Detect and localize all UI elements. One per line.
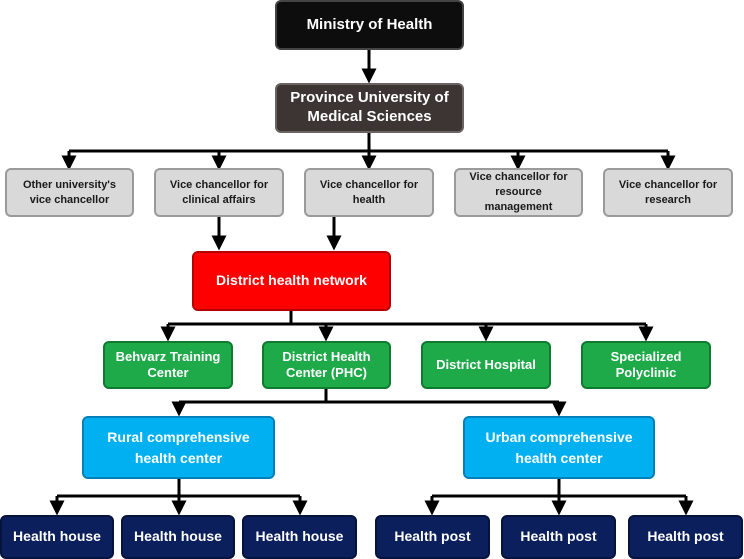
health-post-3-box: Health post	[628, 515, 743, 559]
health-post-2-box: Health post	[501, 515, 616, 559]
health-house-3-box: Health house	[242, 515, 357, 559]
behvarz-training-center-box: Behvarz Training Center	[103, 341, 233, 389]
district-health-center-box: District Health Center (PHC)	[262, 341, 391, 389]
vc-other-university-box: Other university's vice chancellor	[5, 168, 134, 217]
health-house-2-box: Health house	[121, 515, 235, 559]
health-house-1-box: Health house	[0, 515, 114, 559]
vc-resource-management-box: Vice chancellor for resource management	[454, 168, 583, 217]
district-hospital-box: District Hospital	[421, 341, 551, 389]
vc-clinical-affairs-box: Vice chancellor for clinical affairs	[154, 168, 284, 217]
vc-health-box: Vice chancellor for health	[304, 168, 434, 217]
district-health-network-box: District health network	[192, 251, 391, 311]
ministry-of-health-box: Ministry of Health	[275, 0, 464, 50]
province-university-box: Province University of Medical Sciences	[275, 83, 464, 133]
specialized-polyclinic-box: Specialized Polyclinic	[581, 341, 711, 389]
health-post-1-box: Health post	[375, 515, 490, 559]
rural-comprehensive-center-box: Rural comprehensive health center	[82, 416, 275, 479]
vc-research-box: Vice chancellor for research	[603, 168, 733, 217]
urban-comprehensive-center-box: Urban comprehensive health center	[463, 416, 655, 479]
